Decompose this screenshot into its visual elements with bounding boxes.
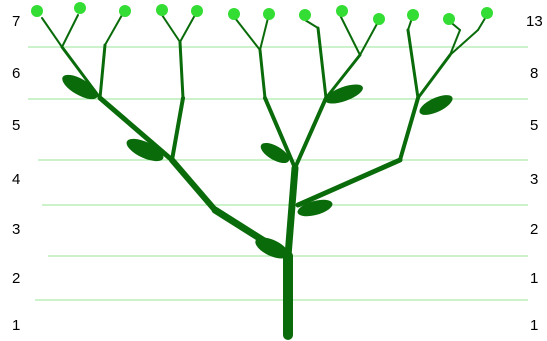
branch — [408, 30, 418, 98]
bud — [373, 13, 385, 25]
bud — [74, 2, 86, 14]
left-label: 1 — [12, 317, 20, 334]
branch — [180, 42, 183, 98]
bud — [119, 5, 131, 17]
buds — [31, 2, 493, 25]
twig — [260, 18, 268, 50]
bud — [299, 9, 311, 21]
bud — [263, 8, 275, 20]
tree-stems — [42, 15, 487, 335]
bud — [31, 5, 43, 17]
twig — [180, 15, 195, 42]
twig — [62, 15, 78, 47]
trunk-upper — [288, 168, 295, 256]
left-label: 7 — [12, 13, 20, 30]
left-label: 3 — [12, 221, 20, 238]
twig — [305, 20, 318, 28]
left-label: 4 — [12, 171, 20, 188]
left-label: 5 — [12, 117, 20, 134]
bud — [443, 13, 455, 25]
branch — [100, 45, 105, 98]
right-label: 13 — [526, 13, 543, 30]
twig — [42, 18, 62, 47]
bud — [407, 9, 419, 21]
left-label: 2 — [12, 270, 20, 287]
left-label: 6 — [12, 65, 20, 82]
bud — [481, 7, 493, 19]
twig — [162, 15, 180, 42]
branch — [298, 160, 400, 205]
branch — [418, 55, 450, 98]
right-label: 1 — [530, 317, 538, 334]
right-label: 3 — [530, 171, 538, 188]
right-label: 5 — [530, 117, 538, 134]
twig — [340, 15, 360, 55]
branch — [318, 28, 326, 98]
branch — [172, 160, 215, 210]
guide-lines — [28, 47, 528, 300]
branch — [400, 98, 418, 160]
left-labels: 7 6 5 4 3 2 1 — [12, 13, 20, 334]
leaf — [417, 91, 456, 119]
twig — [235, 18, 260, 50]
right-label: 2 — [530, 221, 538, 238]
right-label: 1 — [530, 270, 538, 287]
bud — [191, 5, 203, 17]
bud — [228, 8, 240, 20]
branch — [172, 98, 183, 160]
right-label: 8 — [530, 65, 538, 82]
twig — [360, 22, 378, 55]
twig — [105, 15, 122, 45]
bud — [336, 5, 348, 17]
bud — [156, 4, 168, 16]
branch — [295, 98, 326, 168]
right-labels: 13 8 5 3 2 1 1 — [526, 13, 543, 334]
branch — [260, 50, 265, 98]
